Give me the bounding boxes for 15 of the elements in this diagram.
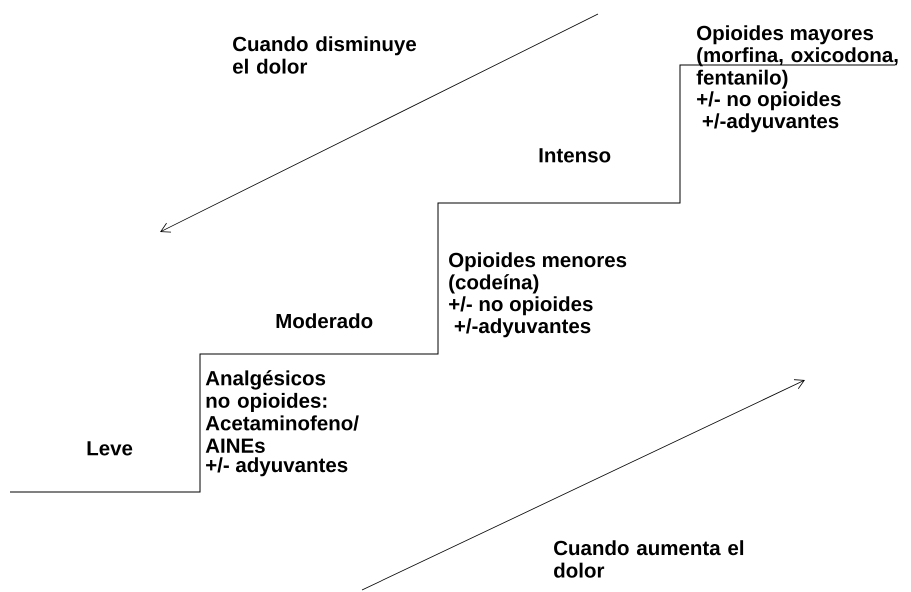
step-text: +/- no opioides [449,296,593,316]
level-label: Moderado [276,313,372,328]
drug-list: (codeína) [449,274,538,294]
step-text: Analgésicos no opioides: Acetaminofeno/ AINEs [206,370,359,453]
step-heading: Opioides menores [449,252,626,272]
level-label: Leve [88,441,132,456]
step-heading: Opioides mayores [697,25,874,44]
step-text: +/-adyuvantes [702,113,838,132]
drug-list: (morfina, oxicodona, fentanilo) [696,47,898,89]
step-text: +/- adyuvantes [206,457,348,476]
step-text: +/- no opioides [697,91,841,110]
step-text: +/-adyuvantes [454,318,590,338]
note-text: Cuando disminuye el dolor [233,36,416,74]
note-text: Cuando aumenta el dolor [554,540,744,578]
level-label: Intenso [540,148,610,162]
